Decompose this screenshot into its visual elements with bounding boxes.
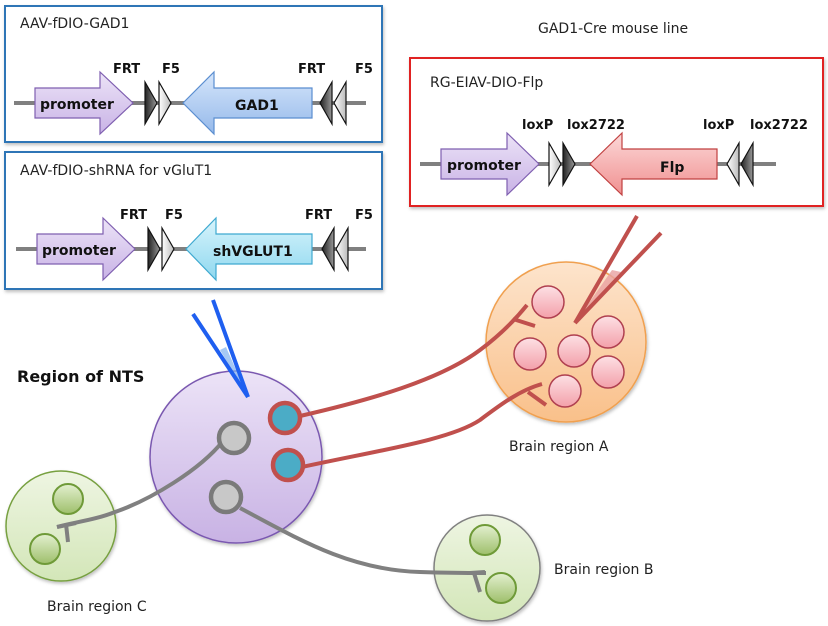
- axon-terminal-a-upper: [512, 317, 536, 328]
- pipette-wall-left: [573, 214, 639, 325]
- neuron-cell: [548, 374, 582, 408]
- site-right-2: F5: [355, 208, 373, 223]
- neuron-cell: [531, 285, 565, 319]
- neuron-cell: [591, 315, 625, 349]
- neuron-cell: [52, 483, 84, 515]
- frt-site-icon: [319, 79, 333, 127]
- site-left-1: FRT: [120, 208, 147, 223]
- construct-shrna-title: AAV-fDIO-shRNA for vGluT1: [20, 163, 212, 179]
- injection-pipette-a: [573, 214, 663, 325]
- lox2722-site-icon: [562, 140, 576, 188]
- frt-site-icon: [144, 79, 158, 127]
- f5-site-icon: [333, 79, 347, 127]
- site-right-1: FRT: [298, 62, 325, 77]
- axon-terminal-b: [469, 570, 486, 593]
- frt-site-icon: [321, 225, 335, 273]
- promoter-label: promoter: [447, 158, 521, 174]
- pipette-wall-right: [573, 231, 663, 325]
- neuron-cell: [591, 355, 625, 389]
- construct-flp: RG-EIAV-DIO-Flp promoter loxP lox2722 Fl…: [409, 57, 824, 207]
- promoter-arrow: [440, 131, 540, 197]
- region-b-label: Brain region B: [554, 562, 653, 578]
- gene-arrow: [589, 131, 718, 197]
- gene-arrow: [182, 70, 313, 136]
- pipette-wall-right: [211, 299, 250, 398]
- axon-terminal-a-lower: [526, 390, 548, 407]
- injection-pipette-nts: [191, 299, 250, 399]
- site-right-2: F5: [355, 62, 373, 77]
- promoter-arrow: [36, 216, 136, 282]
- loxp-site-icon: [548, 140, 562, 188]
- site-left-2: lox2722: [567, 118, 625, 133]
- axon-terminal-c: [56, 521, 77, 543]
- nts-teal-neuron: [270, 447, 306, 483]
- neuron-cell: [469, 524, 501, 556]
- f5-site-icon: [158, 79, 172, 127]
- construct-gad1-title: AAV-fDIO-GAD1: [20, 16, 129, 32]
- brain-region-b: [433, 514, 541, 622]
- nts-label: Region of NTS: [17, 367, 144, 386]
- construct-shrna: AAV-fDIO-shRNA for vGluT1 promoter FRT F…: [4, 151, 383, 290]
- axon-gray-to-c: [56, 439, 225, 529]
- site-left-2: F5: [165, 208, 183, 223]
- f5-site-icon: [335, 225, 349, 273]
- axon-red-lower: [301, 382, 543, 469]
- lox2722-site-icon: [740, 140, 754, 188]
- site-left-1: FRT: [113, 62, 140, 77]
- site-left-2: F5: [162, 62, 180, 77]
- neuron-cell: [29, 533, 61, 565]
- site-right-1: FRT: [305, 208, 332, 223]
- pipette-wall-left: [191, 312, 250, 399]
- site-left-1: loxP: [522, 118, 553, 133]
- promoter-label: promoter: [42, 243, 116, 259]
- construct-flp-title: RG-EIAV-DIO-Flp: [430, 75, 543, 91]
- f5-site-icon: [161, 225, 175, 273]
- region-c-label: Brain region C: [47, 599, 147, 615]
- promoter-arrow: [34, 70, 134, 136]
- site-right-1: loxP: [703, 118, 734, 133]
- neuron-cell: [513, 337, 547, 371]
- construct-gad1: AAV-fDIO-GAD1 promoter FRT F5 GAD1 FRT F…: [4, 5, 383, 143]
- neuron-cell: [557, 334, 591, 368]
- neuron-cell: [485, 572, 517, 604]
- brain-region-a: [485, 261, 647, 423]
- gene-label: GAD1: [235, 98, 279, 114]
- gene-label: Flp: [660, 160, 684, 176]
- construct-gad1-box: [4, 5, 383, 143]
- gene-arrow: [185, 216, 313, 282]
- loxp-site-icon: [726, 140, 740, 188]
- construct-shrna-box: [4, 151, 383, 290]
- nts-gray-neuron: [208, 479, 244, 515]
- nts-teal-neuron: [267, 400, 303, 436]
- nts-gray-neuron: [216, 420, 252, 456]
- region-a-label: Brain region A: [509, 439, 609, 455]
- frt-site-icon: [147, 225, 161, 273]
- mouse-line-label: GAD1-Cre mouse line: [538, 21, 688, 37]
- gene-label: shVGLUT1: [213, 244, 293, 260]
- site-right-2: lox2722: [750, 118, 808, 133]
- promoter-label: promoter: [40, 97, 114, 113]
- axon-gray-to-b: [239, 506, 487, 575]
- axon-red-upper: [299, 303, 529, 418]
